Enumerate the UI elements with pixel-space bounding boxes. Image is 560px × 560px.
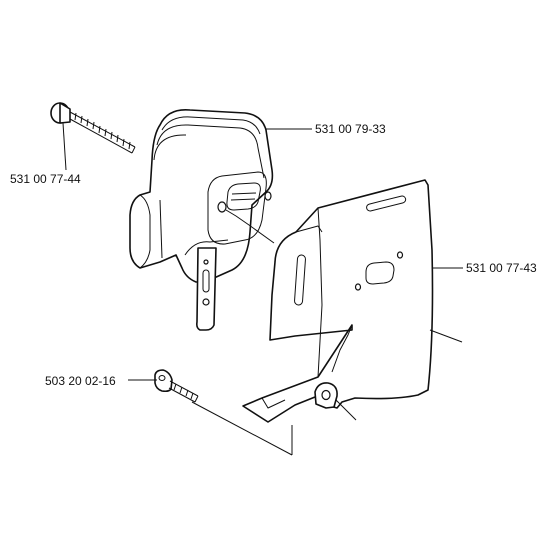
- part-label-503-20-02-16: 503 20 02-16: [45, 374, 116, 388]
- screw: [154, 369, 199, 403]
- heat-shield: [242, 179, 434, 423]
- part-label-531-00-77-43: 531 00 77-43: [466, 261, 537, 275]
- muffler-bolt: [50, 102, 136, 154]
- leader-lines: [62, 122, 463, 456]
- part-label-531-00-79-33: 531 00 79-33: [315, 122, 386, 136]
- part-label-531-00-77-44: 531 00 77-44: [10, 172, 81, 186]
- muffler: [129, 108, 274, 331]
